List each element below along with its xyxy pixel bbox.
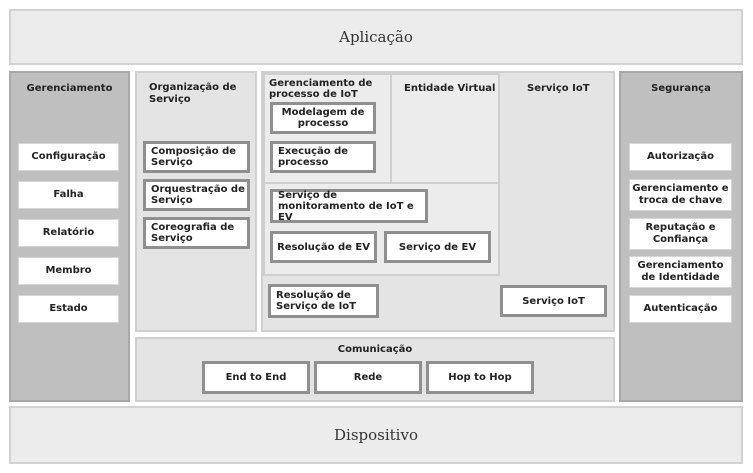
- communication-title: Comunicação: [337, 344, 413, 355]
- device-layer-label: Dispositivo: [334, 426, 418, 444]
- process-modeling-box: Modelagem de processo: [270, 102, 376, 134]
- management-item-estado: Estado: [18, 295, 119, 323]
- iot-service-panel: Serviço IoT Entidade Virtual Gerenciamen…: [261, 71, 615, 332]
- ev-service-box: Serviço de EV: [384, 231, 491, 263]
- application-layer: Aplicação: [9, 9, 743, 65]
- security-item-reputacao: Reputação e Confiança: [629, 218, 732, 250]
- security-item-autenticacao: Autenticação: [629, 295, 732, 323]
- management-title: Gerenciamento: [26, 83, 113, 94]
- security-column: Segurança Autorização Gerenciamento e tr…: [619, 71, 743, 402]
- process-management-title: Gerenciamento de processo de IoT: [269, 78, 373, 100]
- communication-panel: Comunicação End to End Rede Hop to Hop: [135, 337, 615, 402]
- security-title: Segurança: [651, 83, 711, 94]
- management-item-relatorio: Relatório: [18, 219, 119, 247]
- security-item-autorizacao: Autorização: [629, 143, 732, 171]
- hop-to-hop-box: Hop to Hop: [426, 361, 534, 394]
- security-item-chave: Gerenciamento e troca de chave: [629, 179, 732, 211]
- management-item-membro: Membro: [18, 257, 119, 285]
- process-management-panel: Gerenciamento de processo de IoT Modelag…: [263, 73, 392, 185]
- management-column: Gerenciamento Configuração Falha Relatór…: [9, 71, 130, 402]
- service-choreography-box: Coreografia de Serviço: [143, 217, 250, 249]
- monitoring-service-box: Serviço de monitoramento de IoT e EV: [270, 189, 428, 223]
- ev-resolution-box: Resolução de EV: [270, 231, 377, 263]
- management-item-falha: Falha: [18, 181, 119, 209]
- monitoring-panel: Serviço de monitoramento de IoT e EV Res…: [263, 182, 500, 276]
- iot-service-resolution-box: Resolução de Serviço de IoT: [268, 284, 379, 318]
- virtual-entity-title: Entidade Virtual: [404, 83, 496, 94]
- security-item-identidade: Gerenciamento de Identidade: [629, 256, 732, 288]
- end-to-end-box: End to End: [202, 361, 310, 394]
- network-box: Rede: [314, 361, 422, 394]
- management-item-configuracao: Configuração: [18, 143, 119, 171]
- iot-service-title: Serviço IoT: [527, 83, 590, 94]
- service-orchestration-box: Orquestração de Serviço: [143, 179, 250, 211]
- service-composition-box: Composição de Serviço: [143, 141, 250, 173]
- process-execution-box: Execução de processo: [270, 141, 376, 173]
- service-organization-title: Organização de Serviço: [149, 82, 237, 105]
- iot-service-box: Serviço IoT: [500, 285, 607, 317]
- application-layer-label: Aplicação: [339, 28, 413, 46]
- device-layer: Dispositivo: [9, 406, 743, 464]
- service-organization-panel: Organização de Serviço Composição de Ser…: [135, 71, 257, 332]
